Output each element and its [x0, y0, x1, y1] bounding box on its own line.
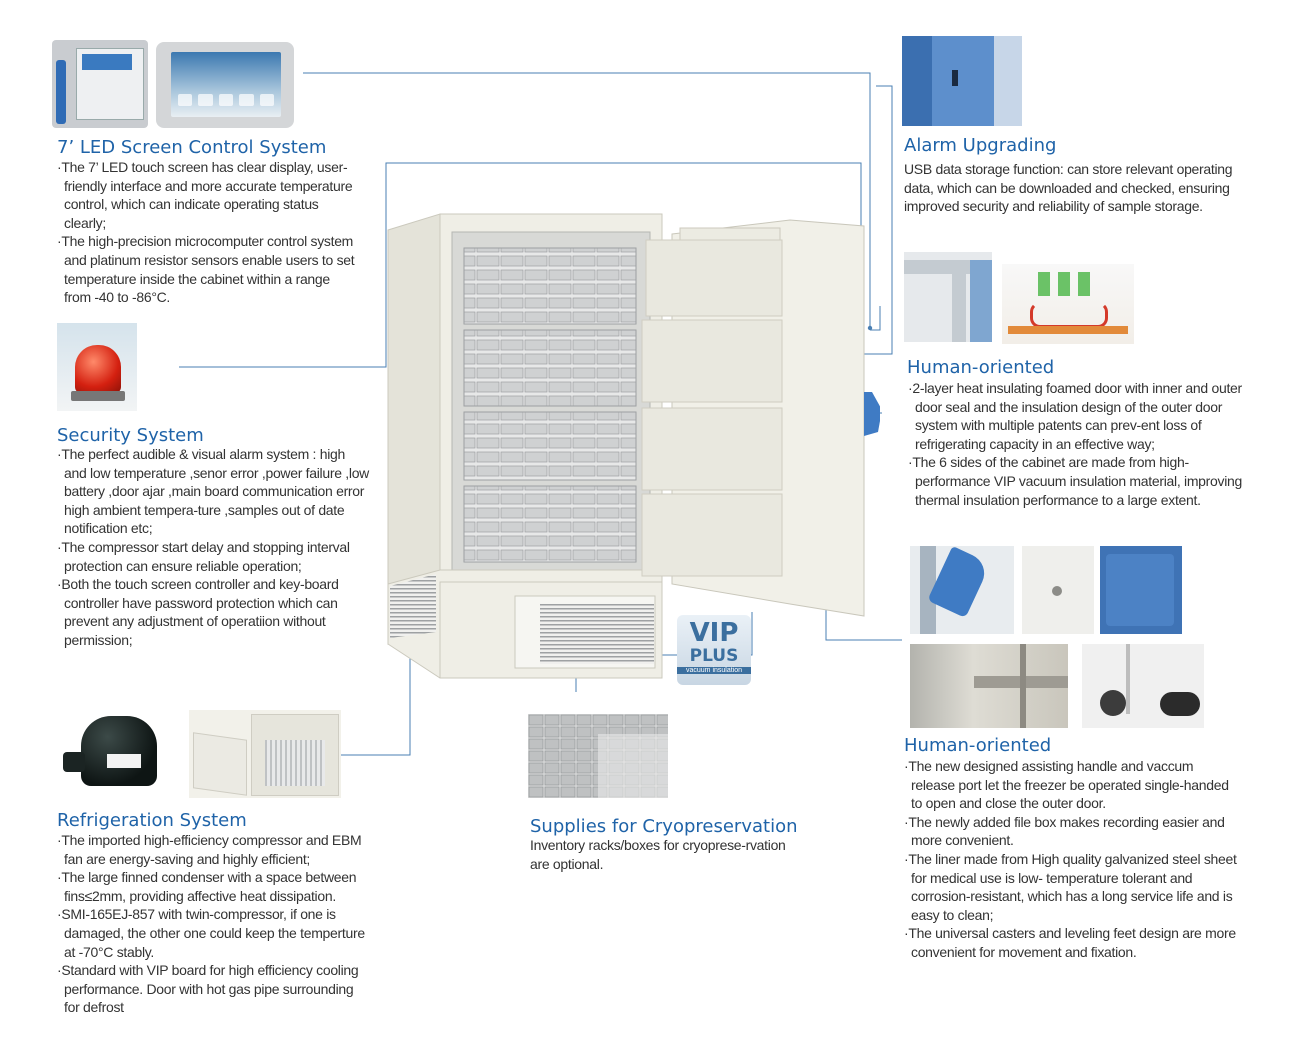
refrigeration-section-body: ·The imported high-efficiency compressor… [57, 831, 369, 1017]
refrigeration-section-title: Refrigeration System [57, 810, 247, 831]
insulation-diagram-image [1002, 264, 1134, 344]
compressor-image [57, 708, 183, 794]
refrigeration-bullet-2: ·The large finned condenser with a space… [57, 869, 357, 904]
security-section-body: ·The perfect audible & visual alarm syst… [57, 445, 369, 650]
human-oriented-2-bullet-4: ·The universal casters and leveling feet… [904, 925, 1236, 960]
vip-plus-badge: VIP PLUS vacuum insulation [677, 615, 751, 685]
refrigeration-bullet-3: ·SMI-165EJ-857 with twin-compressor, if … [57, 906, 365, 960]
led-bullet-1: ·The 7’ LED touch screen has clear displ… [57, 159, 353, 231]
security-bullet-2: ·The compressor start delay and stopping… [57, 538, 350, 574]
control-panel-image [52, 40, 148, 128]
refrigeration-bullet-1: ·The imported high-efficiency compressor… [57, 832, 362, 867]
assisting-handle-image [910, 546, 1014, 634]
touch-screen-image [156, 42, 294, 128]
alarm-lamp-image [57, 323, 137, 411]
human-oriented-1-title: Human-oriented [907, 357, 1055, 378]
vacuum-release-port-image [1022, 546, 1094, 634]
casters-image [1082, 644, 1204, 728]
inventory-racks-image [528, 714, 668, 798]
led-section-body: ·The 7’ LED touch screen has clear displ… [57, 158, 357, 307]
galvanized-liner-image [910, 644, 1068, 728]
human-oriented-1-bullet-2: ·The 6 sides of the cabinet are made fro… [908, 454, 1242, 508]
security-bullet-1: ·The perfect audible & visual alarm syst… [57, 446, 369, 537]
human-oriented-2-body: ·The new designed assisting handle and v… [904, 757, 1240, 962]
condenser-image [189, 710, 341, 798]
led-bullet-2: ·The high-precision microcomputer contro… [57, 233, 355, 306]
security-section-title: Security System [57, 425, 204, 446]
usb-port-image [902, 36, 1022, 126]
human-oriented-2-bullet-2: ·The newly added file box makes recordin… [904, 813, 1225, 849]
vip-badge-line-3: vacuum insulation [677, 667, 751, 674]
file-box-image [1100, 546, 1182, 634]
human-oriented-1-bullet-1: ·2-layer heat insulating foamed door wit… [908, 380, 1242, 452]
vip-badge-line-1: VIP [689, 618, 739, 648]
refrigeration-bullet-4: ·Standard with VIP board for high effici… [57, 962, 359, 1016]
human-oriented-2-bullet-3: ·The liner made from High quality galvan… [904, 850, 1237, 923]
human-oriented-2-title: Human-oriented [904, 735, 1052, 756]
alarm-section-text: USB data storage function: can store rel… [904, 161, 1233, 215]
door-seal-image [904, 252, 992, 342]
supplies-section-text: Inventory racks/boxes for cryopresе-rvat… [530, 837, 786, 872]
supplies-section-title: Supplies for Cryopreservation [530, 816, 798, 837]
alarm-section-title: Alarm Upgrading [904, 135, 1057, 156]
vip-badge-line-2: PLUS [689, 646, 739, 666]
led-section-title: 7’ LED Screen Control System [57, 137, 327, 158]
security-bullet-3: ·Both the touch screen controller and ke… [57, 576, 339, 648]
human-oriented-1-body: ·2-layer heat insulating foamed door wit… [908, 379, 1250, 509]
human-oriented-2-bullet-1: ·The new designed assisting handle and v… [904, 758, 1229, 812]
